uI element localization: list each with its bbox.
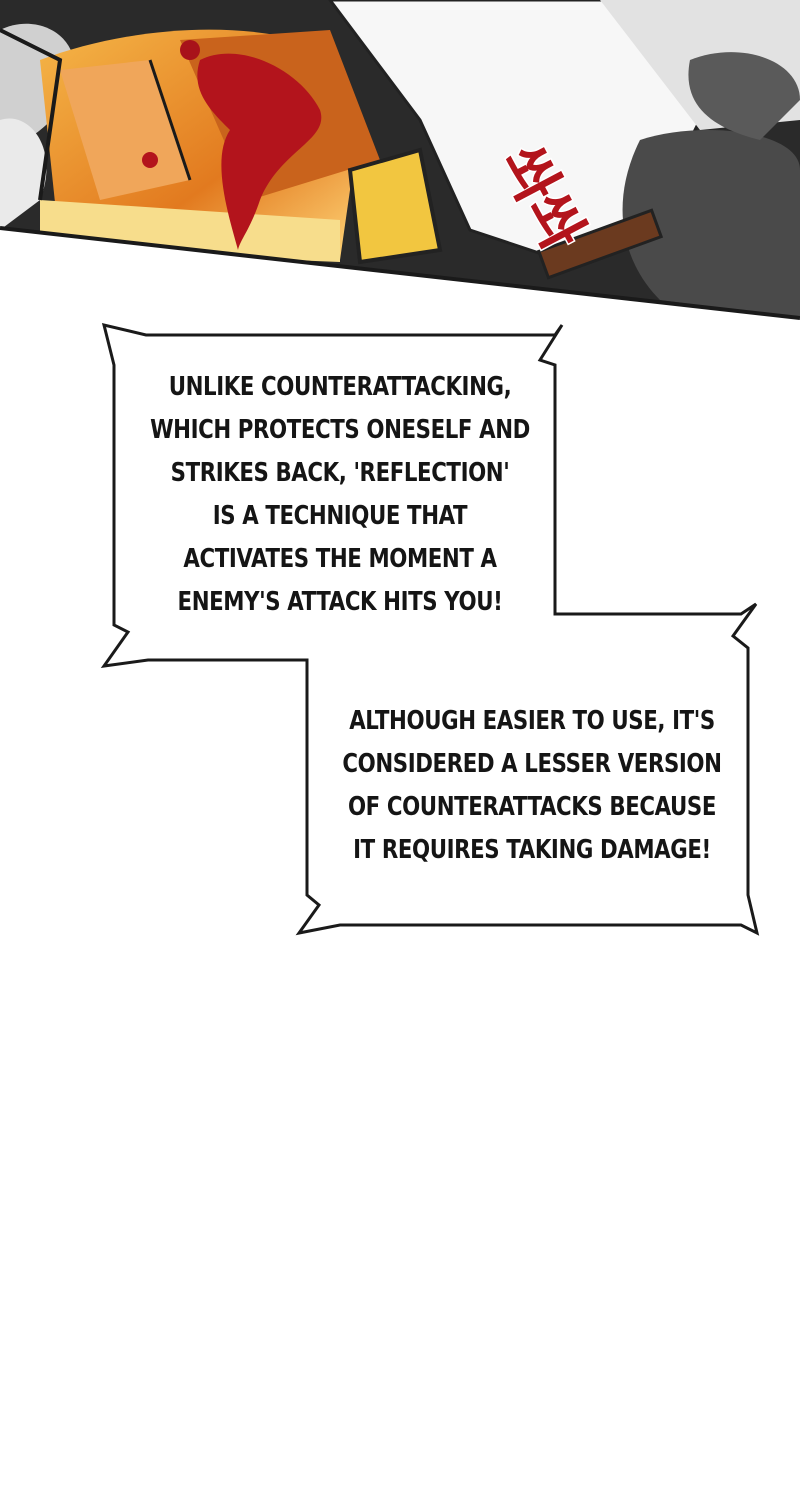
caption-box-1-outline xyxy=(100,322,760,936)
caption-1-line: IS A TECHNIQUE THAT xyxy=(212,501,468,531)
caption-2-line: ALTHOUGH EASIER TO USE, IT'S xyxy=(349,706,715,736)
caption-2-line: IT REQUIRES TAKING DAMAGE! xyxy=(353,835,711,865)
manga-panel-art: 쏴쏴 xyxy=(0,0,800,320)
caption-2-line: CONSIDERED A LESSER VERSION xyxy=(342,749,722,779)
caption-2-line: OF COUNTERATTACKS BECAUSE xyxy=(347,792,717,822)
caption-1-line: ACTIVATES THE MOMENT A xyxy=(183,544,497,574)
caption-1-line: ENEMY'S ATTACK HITS YOU! xyxy=(177,587,503,617)
caption-text-1: UNLIKE COUNTERATTACKING, WHICH PROTECTS … xyxy=(127,366,553,624)
caption-1-line: UNLIKE COUNTERATTACKING, xyxy=(168,372,512,402)
caption-1-line: STRIKES BACK, 'REFLECTION' xyxy=(170,458,510,488)
caption-text-2: ALTHOUGH EASIER TO USE, IT'S CONSIDERED … xyxy=(319,700,745,872)
caption-1-line: WHICH PROTECTS ONESELF AND xyxy=(150,415,530,445)
